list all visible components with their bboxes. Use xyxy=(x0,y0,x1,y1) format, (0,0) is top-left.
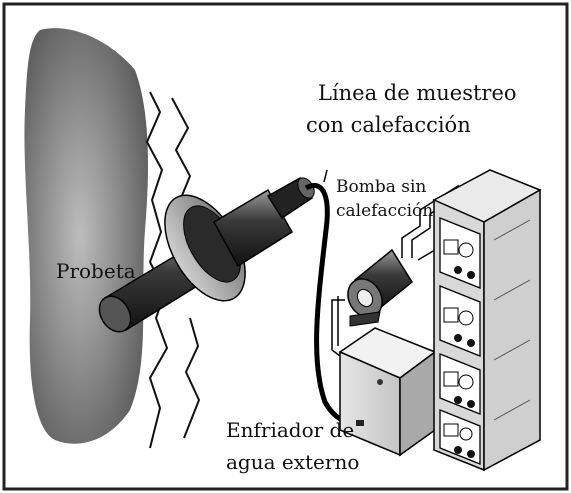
analyzer-module-4 xyxy=(439,409,481,465)
stack-wall xyxy=(24,28,148,444)
label-cooler-1: Enfriador de xyxy=(226,418,354,442)
analyzer-module-2 xyxy=(439,285,481,357)
label-heated-line-2: con calefacción xyxy=(306,113,471,137)
label-cooler-2: agua externo xyxy=(226,450,359,474)
wall-break-line-left xyxy=(145,91,169,449)
label-pump-1: Bomba sin xyxy=(336,177,426,197)
analyzer-rack xyxy=(432,169,542,472)
heated-sample-line xyxy=(304,183,361,425)
probe xyxy=(98,176,315,333)
label-heated-line-1: Línea de muestreo xyxy=(318,81,517,105)
heated-line-pointer xyxy=(323,169,328,183)
analyzer-module-1 xyxy=(439,217,481,289)
wall-break-line-right-lower xyxy=(183,317,201,439)
analyzer-module-3 xyxy=(439,353,481,415)
wall-break-line-right xyxy=(171,97,192,199)
label-probe: Probeta xyxy=(56,259,136,283)
water-cooler xyxy=(338,327,437,457)
label-pump-2: calefacción xyxy=(336,201,433,221)
pump xyxy=(347,248,413,327)
